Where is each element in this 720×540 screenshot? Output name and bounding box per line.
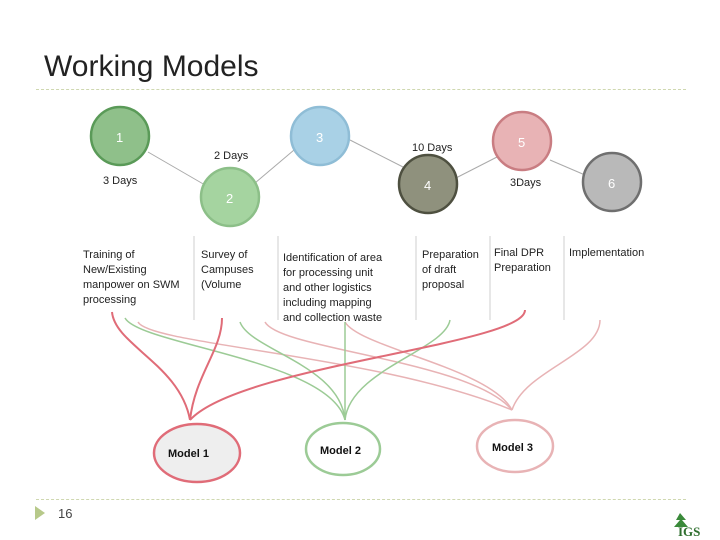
step-circle-6 [581, 151, 643, 213]
step-circles [89, 105, 643, 228]
activity-separators [193, 236, 565, 320]
model1-curves [111, 309, 526, 421]
model-1-label: Model 1 [168, 448, 209, 460]
slide-title: Working Models [44, 50, 259, 83]
step-circle-1 [89, 105, 151, 167]
arrow-bullet-icon [35, 506, 45, 520]
model-2-label: Model 2 [320, 445, 361, 457]
model-2-node [304, 421, 382, 477]
igs-logo: IGS [674, 513, 700, 538]
step-number-1: 1 [116, 130, 123, 145]
step-circle-4 [397, 153, 459, 215]
duration-label-2: 2 Days [214, 150, 249, 162]
model-3-label: Model 3 [492, 442, 533, 454]
step-number-6: 6 [608, 176, 615, 191]
page-number: 16 [58, 506, 73, 521]
step-number-3: 3 [316, 130, 323, 145]
model-1-node [152, 422, 242, 484]
connector-3-4 [349, 139, 406, 169]
model-3-node [475, 418, 555, 474]
activity-6: Implementation [569, 247, 644, 259]
connector-1-2 [147, 151, 206, 186]
bottom-divider [36, 499, 686, 500]
step-number-4: 4 [424, 178, 431, 193]
step-circle-3 [289, 105, 351, 167]
connector-2-3 [254, 149, 295, 184]
connector-5-6 [549, 159, 586, 176]
step-number-5: 5 [518, 135, 525, 150]
step-connectors [147, 139, 586, 186]
connector-4-5 [451, 156, 498, 181]
step-circle-5 [491, 110, 553, 172]
top-divider [36, 89, 686, 90]
svg-text:IGS: IGS [678, 524, 700, 538]
duration-label-4: 3Days [510, 177, 542, 189]
duration-label-1: 3 Days [103, 175, 138, 187]
step-circle-2 [199, 166, 261, 228]
duration-label-3: 10 Days [412, 142, 453, 154]
step-number-2: 2 [226, 191, 233, 206]
model2-curves [124, 317, 451, 421]
